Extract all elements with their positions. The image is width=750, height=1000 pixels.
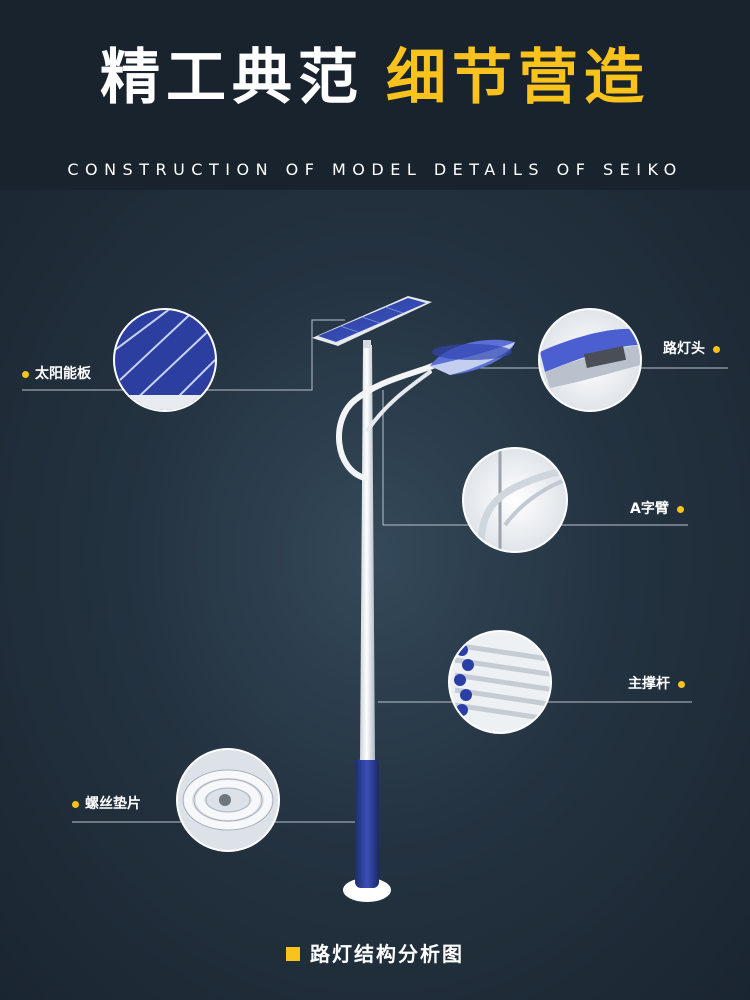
yellow-square-icon <box>286 946 300 961</box>
label-main-pole: 主撑杆 <box>628 675 685 693</box>
a-arm <box>336 362 438 481</box>
lamp-head-illustration <box>430 339 515 375</box>
yellow-dot-icon <box>713 345 720 353</box>
structure-caption: 路灯结构分析图 <box>0 938 750 967</box>
yellow-dot-icon <box>22 370 29 378</box>
title-white: 精工典范 <box>100 43 364 113</box>
solar-panel-illustration <box>312 296 432 348</box>
detail-circle-main-pole <box>448 630 552 734</box>
header-banner: 精工典范细节营造 CONSTRUCTION OF MODEL DETAILS O… <box>0 0 750 190</box>
label-a-arm: A字臂 <box>630 500 684 518</box>
detail-circle-lamp-head <box>538 308 642 412</box>
a-arm-brace <box>366 370 432 432</box>
yellow-dot-icon <box>678 680 685 688</box>
main-pole <box>360 345 375 760</box>
detail-circle-a-arm <box>462 447 568 553</box>
label-lamp-head: 路灯头 <box>663 340 720 358</box>
pole-base-sleeve <box>355 758 379 888</box>
pole-base-plate <box>343 878 391 902</box>
yellow-dot-icon <box>72 800 79 808</box>
label-solar-panel: 太阳能板 <box>22 365 91 383</box>
yellow-dot-icon <box>676 505 684 513</box>
detail-circle-solar-panel <box>113 308 217 412</box>
page-title: 精工典范细节营造 <box>0 38 750 118</box>
detail-circle-screw-washer <box>176 748 280 852</box>
title-yellow: 细节营造 <box>386 43 650 113</box>
label-screw-washer: 螺丝垫片 <box>72 795 141 813</box>
page-subtitle: CONSTRUCTION OF MODEL DETAILS OF SEIKO <box>67 160 683 179</box>
